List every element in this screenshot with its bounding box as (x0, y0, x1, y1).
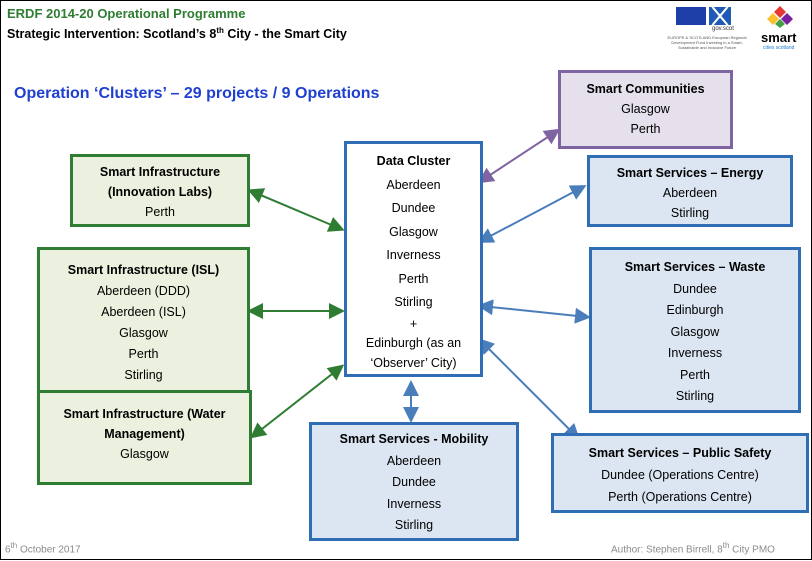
city-item: Aberdeen (386, 177, 441, 192)
city-item: Stirling (675, 389, 715, 403)
city-item: Aberdeen (DDD) (96, 284, 191, 298)
smart-infrastructure-isl-box: Smart Infrastructure (ISL) Aberdeen (DDD… (37, 247, 250, 394)
city-item: Dundee (391, 201, 436, 215)
smart-communities-box: Smart Communities Glasgow Perth (558, 70, 733, 149)
box-title: Smart Infrastructure (ISL) (67, 263, 220, 277)
city-item: Inverness (667, 346, 723, 360)
box-title: Smart Infrastructure (Water Management) (63, 407, 226, 441)
city-item: Perth (680, 367, 710, 382)
box-title: Smart Services – Waste (624, 260, 766, 274)
smart-services-mobility-box: Smart Services - Mobility Aberdeen Dunde… (309, 422, 519, 541)
city-item: Glasgow (621, 102, 670, 116)
city-item: Inverness (386, 248, 441, 262)
clusters-heading: Operation ‘Clusters’ – 29 projects / 9 O… (14, 85, 380, 102)
city-item: Inverness (386, 496, 442, 511)
smart-services-energy-box: Smart Services – Energy Aberdeen Stirlin… (587, 155, 793, 227)
erdf-logo-text: EUROPE & SCOTLAND European Regional Deve… (667, 35, 747, 50)
city-item: Glasgow (670, 324, 720, 339)
footer-date: 6th October 2017 (5, 541, 81, 556)
saltire-flag-icon (709, 7, 731, 25)
arrow-data-energy (477, 185, 587, 243)
smart-logo-label: smart (761, 30, 797, 45)
smart-infrastructure-water-management-box: Smart Infrastructure (Water Management) … (37, 390, 252, 485)
city-item: Perth (Operations Centre) (608, 490, 752, 504)
city-item: Edinburgh (as an (365, 335, 462, 350)
box-title: Smart Services – Energy (616, 166, 764, 180)
arrow-innovation-data (247, 188, 345, 232)
city-item: Perth (128, 347, 159, 361)
smart-cities-logo-icon (767, 6, 793, 28)
footer-author: Author: Stephen Birrell, 8th City PMO (611, 541, 775, 556)
city-item: Stirling (394, 295, 433, 309)
city-item: Stirling (670, 206, 710, 220)
eu-flag-icon (676, 7, 706, 25)
programme-title: ERDF 2014-20 Operational Programme (7, 6, 246, 21)
city-item: Dundee (673, 281, 717, 296)
city-item: Aberdeen (ISL) (101, 305, 186, 319)
city-item: Glasgow (120, 447, 169, 461)
city-item: Aberdeen (662, 186, 718, 200)
city-item: Perth (398, 271, 429, 286)
city-item: Aberdeen (386, 453, 442, 468)
plus-sign: + (409, 316, 418, 331)
city-item: Perth (630, 122, 661, 136)
city-item: ‘Observer’ City) (370, 355, 457, 370)
arrow-data-waste (477, 299, 591, 324)
arrow-water-data (249, 364, 345, 439)
city-item: Stirling (394, 518, 434, 532)
data-cluster-box: Data Cluster Aberdeen Dundee Glasgow Inv… (344, 141, 483, 377)
city-item: Dundee (392, 475, 436, 489)
city-item: Perth (145, 205, 175, 219)
smart-infrastructure-innovation-labs-box: Smart Infrastructure (Innovation Labs) P… (70, 154, 250, 227)
intervention-subtitle: Strategic Intervention: Scotland’s 8th C… (7, 26, 347, 42)
smart-services-waste-box: Smart Services – Waste Dundee Edinburgh … (589, 247, 801, 413)
smart-services-public-safety-box: Smart Services – Public Safety Dundee (O… (551, 433, 809, 513)
city-item: Edinburgh (666, 303, 724, 317)
city-item: Glasgow (119, 326, 168, 340)
arrow-data-safety (478, 338, 580, 440)
box-title: Smart Services - Mobility (339, 432, 489, 446)
city-item: Stirling (124, 368, 163, 382)
arrow-data-communities (477, 128, 561, 184)
box-title: Data Cluster (376, 154, 451, 168)
gov-scot-label: gov.scot (712, 26, 734, 32)
box-title: Smart Infrastructure (Innovation Labs) (99, 165, 221, 199)
box-title: Smart Services – Public Safety (588, 446, 772, 460)
city-item: Glasgow (389, 224, 438, 239)
city-item: Dundee (Operations Centre) (601, 468, 759, 482)
smart-logo-sub: cities scotland (763, 45, 795, 51)
box-title: Smart Communities (586, 82, 705, 96)
